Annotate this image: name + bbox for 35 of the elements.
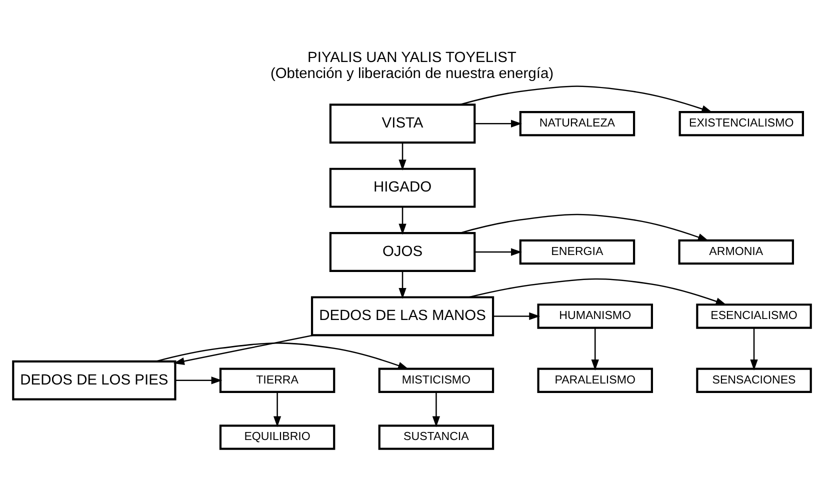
arrow bbox=[750, 328, 758, 370]
arrow bbox=[156, 342, 409, 370]
arrow bbox=[175, 376, 222, 384]
node-box: DEDOS DE LAS MANOS bbox=[310, 296, 494, 336]
diagram-title: PIYALIS UAN YALIS TOYELIST bbox=[308, 50, 516, 66]
node-box: HIGADO bbox=[329, 168, 476, 208]
caption: (Obtención y liberación de nuestra energía) bbox=[270, 66, 554, 82]
arrow bbox=[460, 86, 713, 113]
arrow bbox=[432, 392, 440, 428]
node-box: DEDOS DE LOS PIES bbox=[12, 360, 176, 400]
node-box: ESENCIALISMO bbox=[696, 304, 812, 329]
node-box: SUSTANCIA bbox=[378, 424, 494, 450]
node-box: PARALELISMO bbox=[537, 368, 653, 394]
arrow bbox=[398, 206, 406, 235]
node-box: NATURALEZA bbox=[519, 111, 636, 136]
arrow bbox=[468, 278, 727, 306]
arrow bbox=[398, 142, 406, 171]
node-box: EQUILIBRIO bbox=[219, 424, 336, 450]
arrow bbox=[273, 392, 282, 428]
arrow bbox=[398, 271, 406, 299]
node-box: OJOS bbox=[329, 232, 476, 272]
arrow bbox=[591, 328, 599, 370]
node-box: ENERGIA bbox=[519, 239, 636, 265]
node-box: MISTICISMO bbox=[378, 368, 494, 394]
arrow bbox=[474, 248, 522, 256]
arrow bbox=[493, 312, 540, 320]
node-box: HUMANISMO bbox=[537, 304, 653, 329]
arrow bbox=[173, 334, 314, 365]
arrow bbox=[474, 120, 522, 128]
node-box: TIERRA bbox=[219, 368, 336, 394]
arrow bbox=[460, 214, 709, 241]
node-box: SENSACIONES bbox=[696, 368, 812, 394]
node-box: EXISTENCIALISMO bbox=[678, 111, 804, 136]
node-box: VISTA bbox=[329, 104, 476, 144]
node-box: ARMONIA bbox=[678, 239, 794, 265]
